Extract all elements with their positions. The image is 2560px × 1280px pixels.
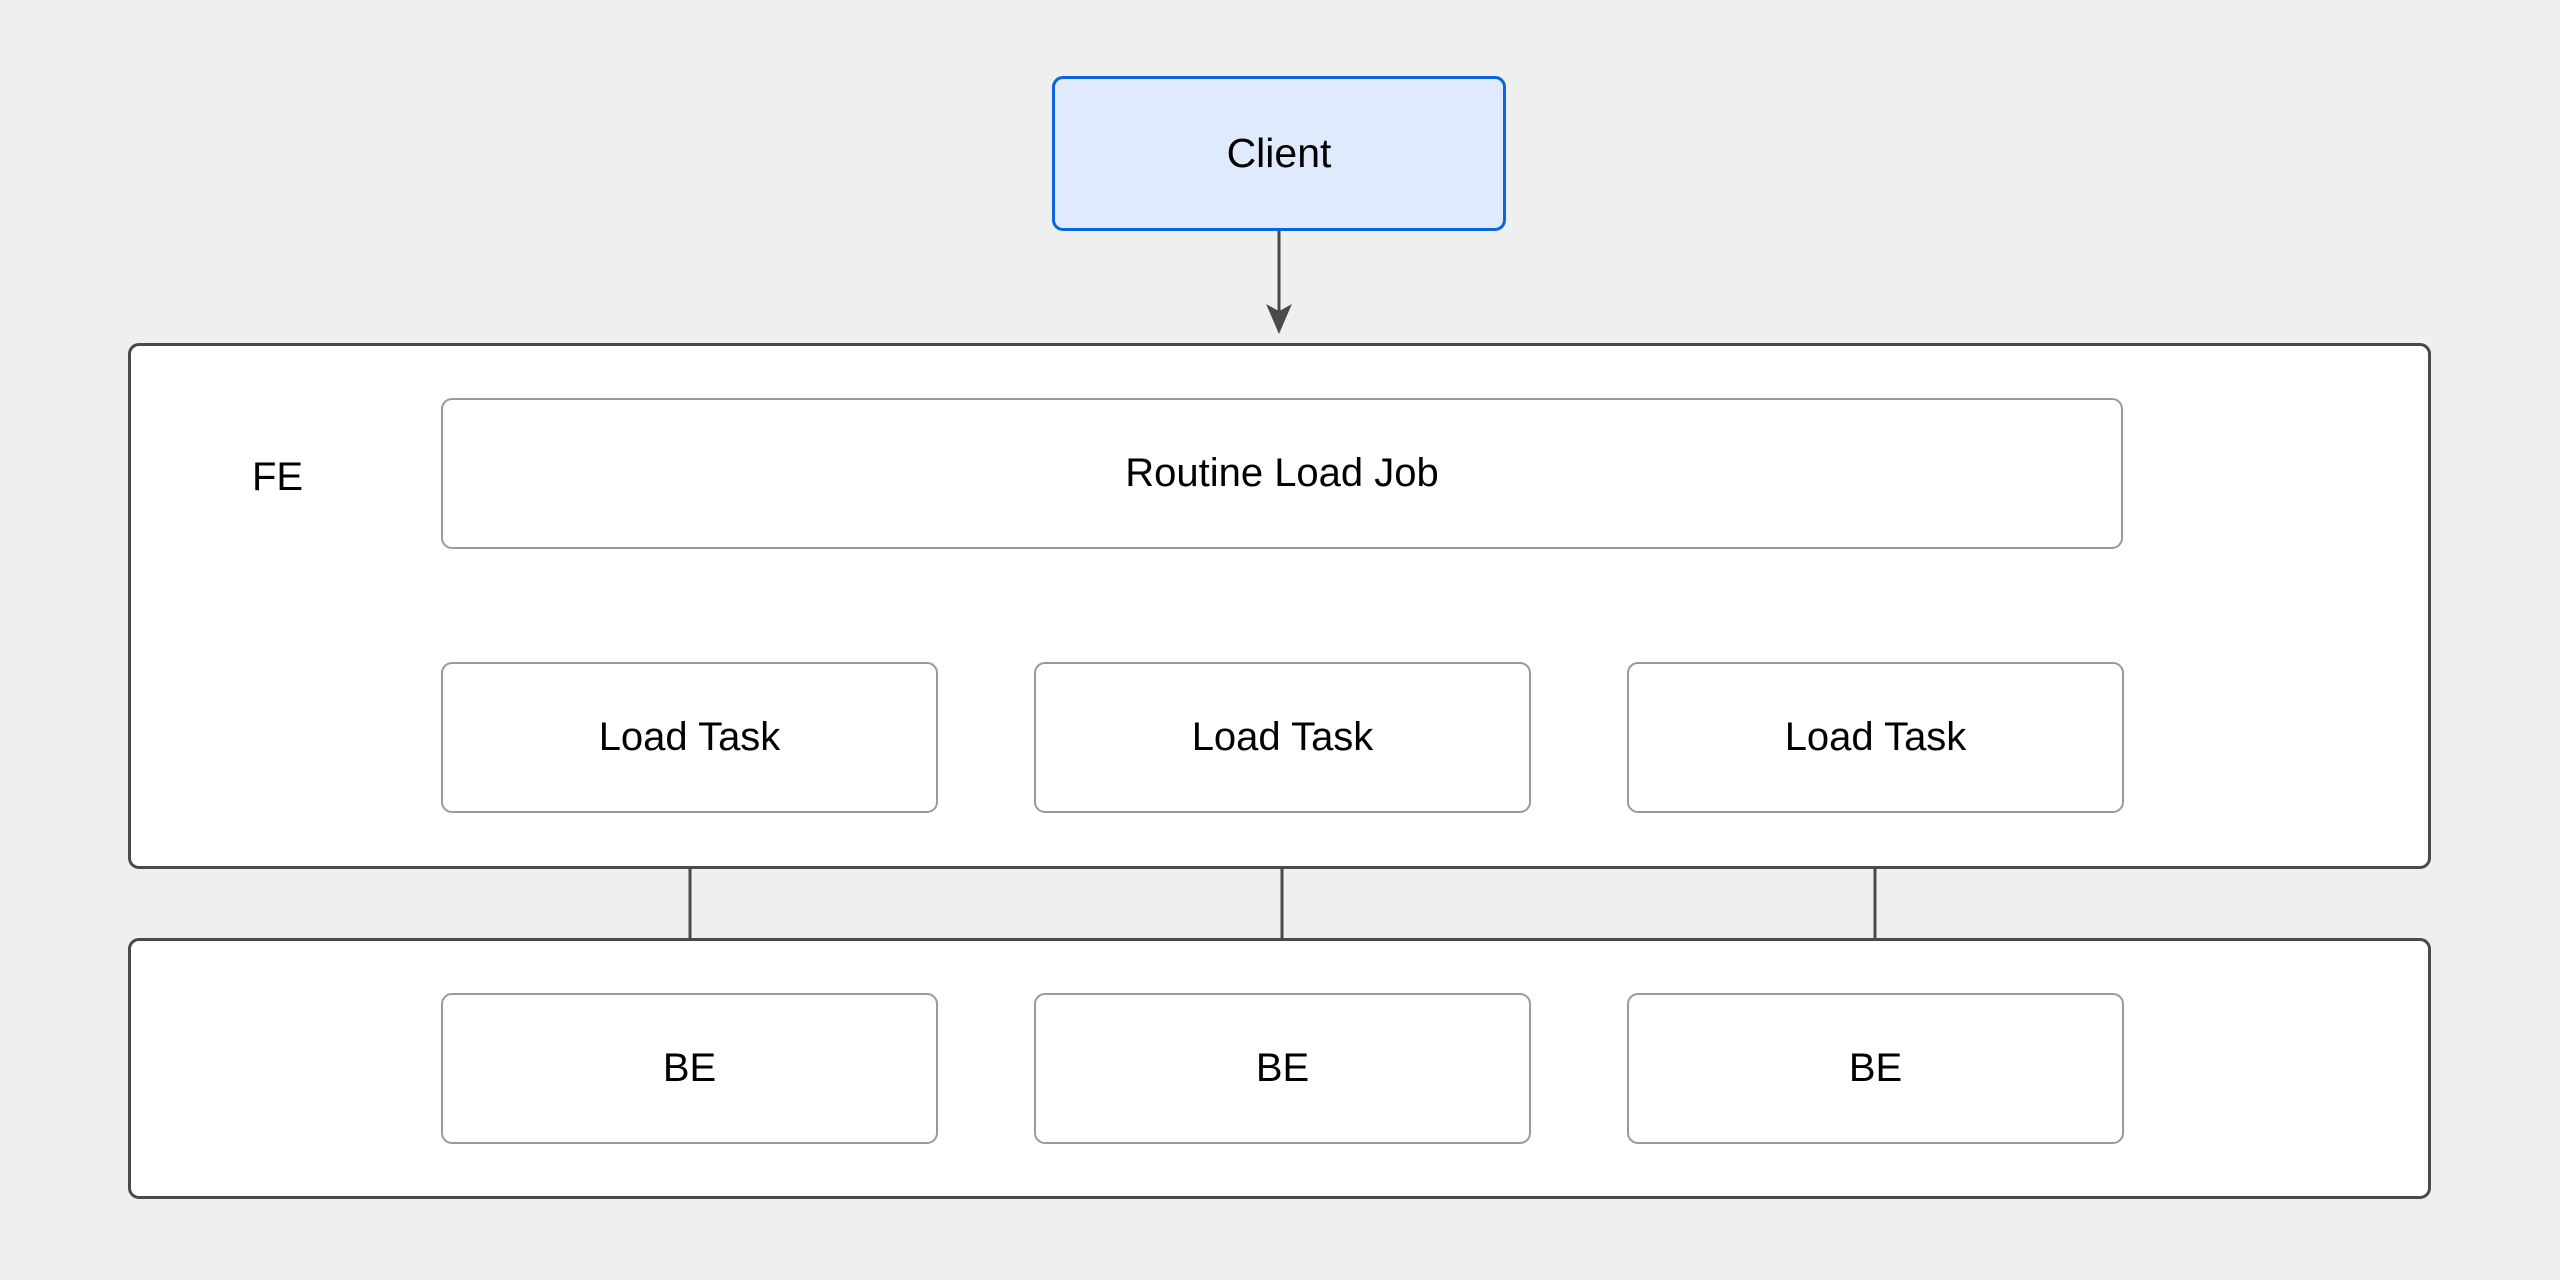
node-load-task-1-label: Load Task <box>598 715 781 759</box>
node-routine-load-job[interactable]: Routine Load Job <box>441 398 2123 549</box>
fe-group-label: FE <box>252 455 304 499</box>
node-be-2-label: BE <box>1255 1046 1310 1090</box>
node-be-1[interactable]: BE <box>441 993 938 1144</box>
node-load-task-3-label: Load Task <box>1784 715 1967 759</box>
node-be-3-label: BE <box>1848 1046 1903 1090</box>
node-load-task-2-label: Load Task <box>1191 715 1374 759</box>
node-load-task-2[interactable]: Load Task <box>1034 662 1531 813</box>
node-be-3[interactable]: BE <box>1627 993 2124 1144</box>
node-routine-load-job-label: Routine Load Job <box>1125 451 1439 495</box>
node-be-1-label: BE <box>662 1046 717 1090</box>
node-load-task-3[interactable]: Load Task <box>1627 662 2124 813</box>
node-client[interactable]: Client <box>1052 76 1506 231</box>
node-client-label: Client <box>1226 130 1332 176</box>
node-be-2[interactable]: BE <box>1034 993 1531 1144</box>
node-load-task-1[interactable]: Load Task <box>441 662 938 813</box>
